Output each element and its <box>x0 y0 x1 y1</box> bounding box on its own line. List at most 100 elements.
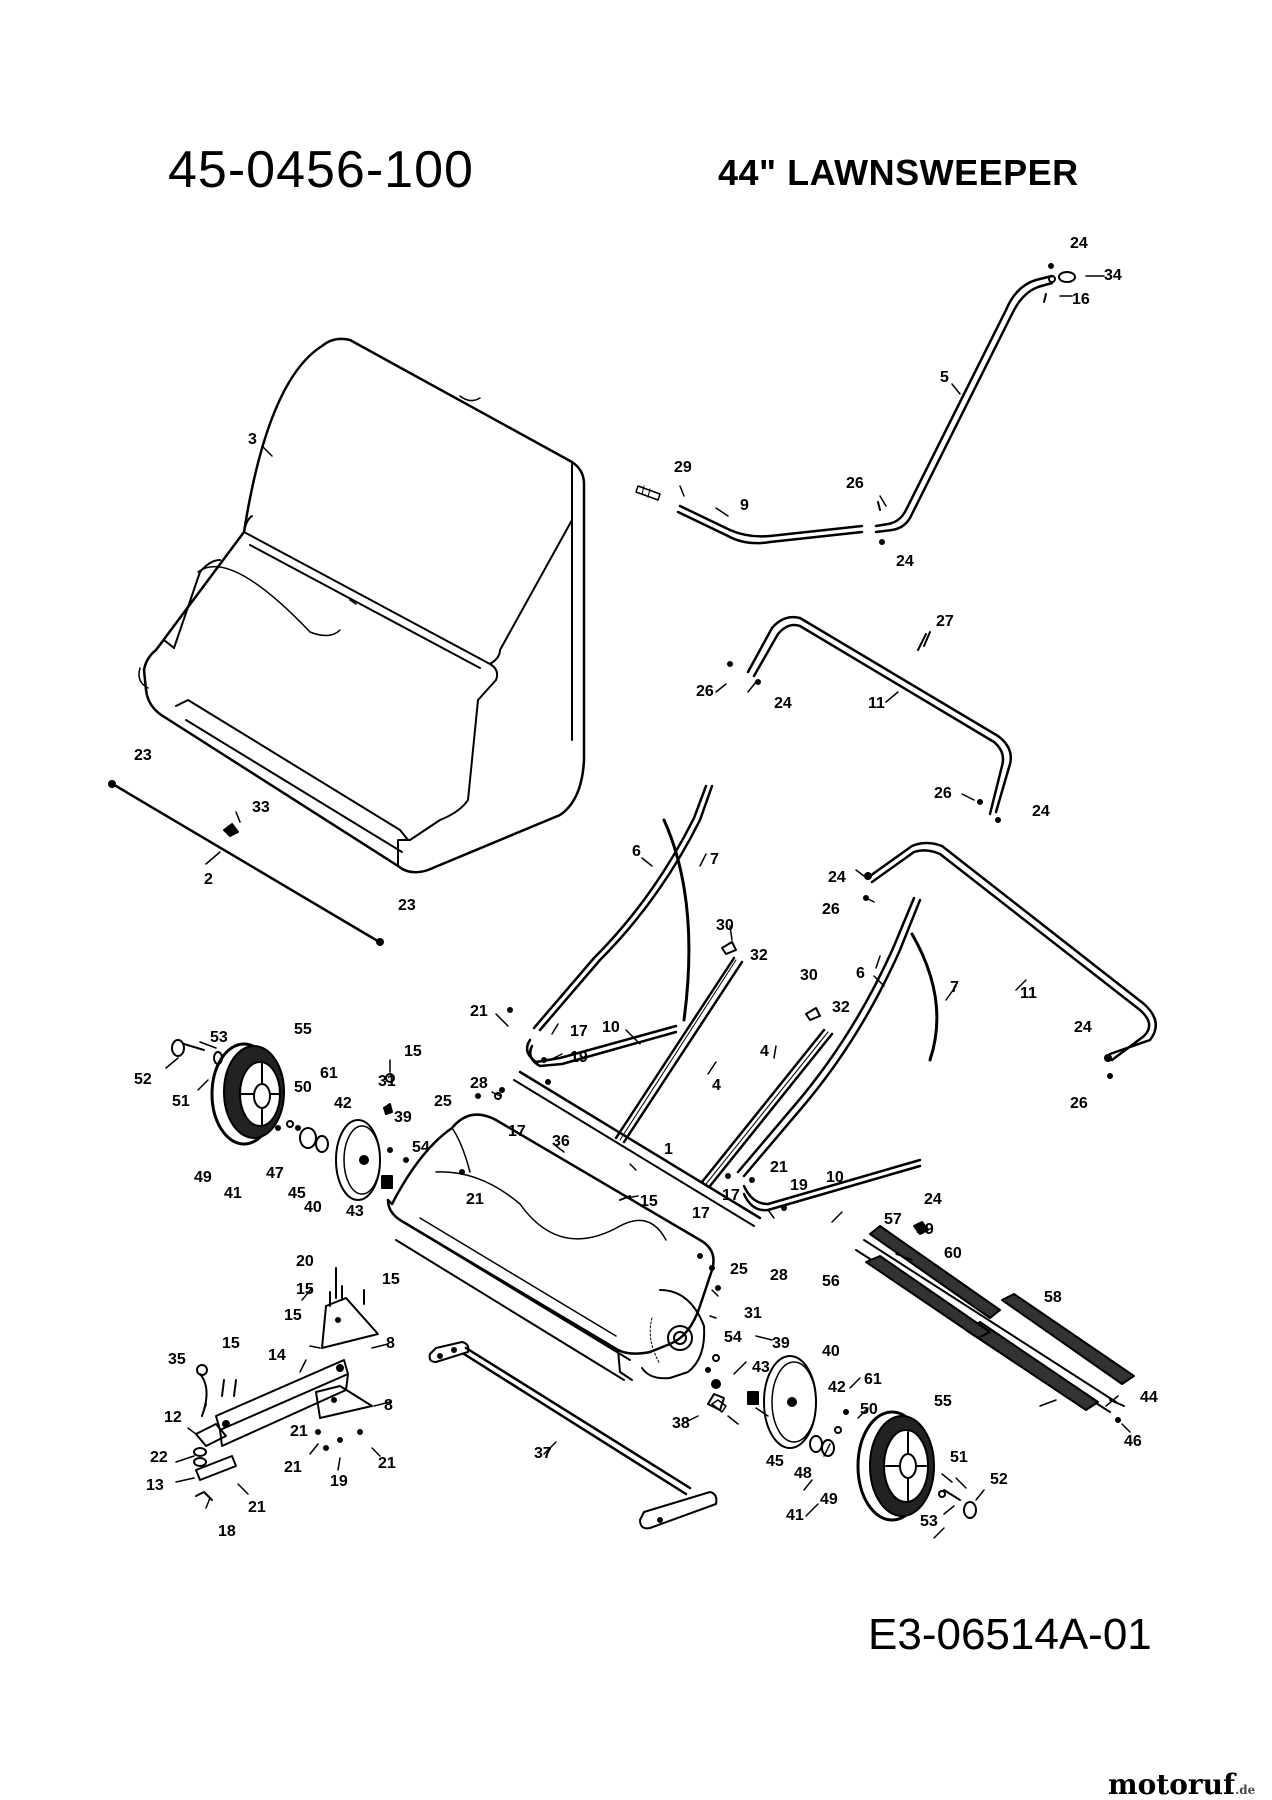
right-wheel <box>856 1410 977 1522</box>
callout-label: 51 <box>950 1449 968 1466</box>
callout-label: 26 <box>934 785 952 802</box>
callout-label: 1 <box>664 1141 673 1158</box>
callout-label: 21 <box>466 1191 484 1208</box>
callout-label: 10 <box>602 1019 620 1036</box>
callout-label: 15 <box>222 1335 240 1352</box>
callout-label: 49 <box>820 1491 838 1508</box>
callout-label: 2 <box>204 871 213 888</box>
callout-label: 17 <box>508 1123 526 1140</box>
hopper-bag <box>138 337 586 874</box>
callout-label: 55 <box>934 1393 952 1410</box>
callout-label: 41 <box>224 1185 242 1202</box>
callout-label: 21 <box>770 1159 788 1176</box>
callout-label: 17 <box>570 1023 588 1040</box>
callout-label: 12 <box>164 1409 182 1426</box>
callout-label: 15 <box>382 1271 400 1288</box>
brand-tld: .de <box>1235 1783 1256 1797</box>
callout-label: 24 <box>1074 1019 1092 1036</box>
callout-label: 60 <box>944 1245 962 1262</box>
callout-label: 38 <box>672 1415 690 1432</box>
rear-axle-assembly <box>428 1341 718 1530</box>
diagram-code: E3-06514A-01 <box>868 1610 1152 1659</box>
callout-label: 52 <box>134 1071 152 1088</box>
callout-label: 7 <box>710 851 719 868</box>
callout-label: 42 <box>828 1379 846 1396</box>
callout-label: 56 <box>822 1273 840 1290</box>
callout-label: 26 <box>1070 1095 1088 1112</box>
right-gear-plate <box>711 1355 849 1457</box>
callout-label: 18 <box>218 1523 236 1540</box>
callout-label: 32 <box>832 999 850 1016</box>
callout-label: 31 <box>378 1073 396 1090</box>
callout-label: 24 <box>1070 235 1088 252</box>
left-gear-plate <box>275 1103 409 1201</box>
callout-label: 4 <box>760 1043 769 1060</box>
brand-watermark: motoruf.de <box>1108 1768 1255 1800</box>
callout-label: 44 <box>1140 1389 1158 1406</box>
callout-label: 28 <box>770 1267 788 1284</box>
callout-label: 30 <box>716 917 734 934</box>
callout-label: 34 <box>1104 267 1122 284</box>
callout-label: 13 <box>146 1477 164 1494</box>
callout-label: 51 <box>172 1093 190 1110</box>
left-brace <box>614 941 744 1144</box>
callout-label: 4 <box>712 1077 721 1094</box>
callout-label: 24 <box>924 1191 942 1208</box>
callout-label: 17 <box>722 1187 740 1204</box>
callout-label: 15 <box>404 1043 422 1060</box>
callout-label: 61 <box>864 1371 882 1388</box>
callout-label: 26 <box>822 901 840 918</box>
callout-label: 50 <box>860 1401 878 1418</box>
callout-label: 45 <box>766 1453 784 1470</box>
callout-label: 57 <box>884 1211 902 1228</box>
callout-label: 21 <box>378 1455 396 1472</box>
brush-housing <box>386 1070 762 1381</box>
callout-label: 25 <box>434 1093 452 1110</box>
callout-label: 47 <box>266 1165 284 1182</box>
callout-label: 23 <box>134 747 152 764</box>
callout-label: 19 <box>330 1473 348 1490</box>
callout-label: 54 <box>412 1139 430 1156</box>
callout-label: 24 <box>896 553 914 570</box>
callout-label: 41 <box>786 1507 804 1524</box>
callout-label: 53 <box>210 1029 228 1046</box>
callout-label: 8 <box>384 1397 393 1414</box>
callout-label: 29 <box>674 459 692 476</box>
lower-bracket-handle <box>863 841 1157 1079</box>
callout-label: 40 <box>822 1343 840 1360</box>
callout-label: 59 <box>916 1221 934 1238</box>
callout-label: 16 <box>1072 291 1090 308</box>
callout-label: 50 <box>294 1079 312 1096</box>
callout-label: 58 <box>1044 1289 1062 1306</box>
callout-label: 21 <box>284 1459 302 1476</box>
callout-label: 31 <box>744 1305 762 1322</box>
callout-label: 33 <box>252 799 270 816</box>
callout-label: 11 <box>1020 985 1037 1002</box>
callout-label: 21 <box>290 1423 308 1440</box>
callout-label: 36 <box>552 1133 570 1150</box>
callout-label: 3 <box>248 431 257 448</box>
callout-label: 45 <box>288 1185 306 1202</box>
callout-label: 7 <box>950 979 959 996</box>
callout-label: 15 <box>284 1307 302 1324</box>
callout-label: 8 <box>386 1335 395 1352</box>
callout-label: 20 <box>296 1253 314 1270</box>
callout-label: 43 <box>346 1203 364 1220</box>
callout-label: 46 <box>1124 1433 1142 1450</box>
left-side-frame <box>507 784 714 1085</box>
callout-label: 27 <box>936 613 954 630</box>
callout-label: 24 <box>1032 803 1050 820</box>
callout-label: 52 <box>990 1471 1008 1488</box>
callout-label: 37 <box>534 1445 552 1462</box>
callout-label: 23 <box>398 897 416 914</box>
callout-label: 55 <box>294 1021 312 1038</box>
left-wheel <box>171 1039 285 1146</box>
callout-label: 32 <box>750 947 768 964</box>
callout-label: 39 <box>772 1335 790 1352</box>
callout-label: 17 <box>692 1205 710 1222</box>
callout-label: 40 <box>304 1199 322 1216</box>
callout-label: 25 <box>730 1261 748 1278</box>
callout-label: 5 <box>940 369 949 386</box>
